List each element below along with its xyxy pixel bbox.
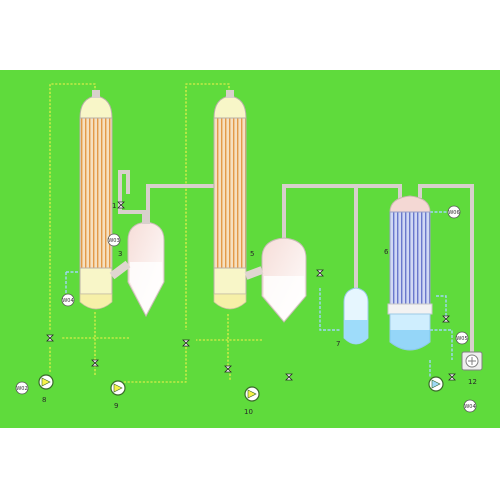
svg-text:W03: W03 bbox=[108, 238, 119, 244]
valve-icon bbox=[117, 201, 125, 209]
steam-lines bbox=[49, 83, 262, 390]
svg-text:W04: W04 bbox=[62, 298, 73, 304]
equipment-labels: 1 3 5 6 7 8 9 10 12 bbox=[42, 202, 477, 416]
receiver bbox=[343, 287, 369, 345]
stream-tag-icon: W06 bbox=[447, 205, 461, 219]
stream-tags: W02 W03 W04 W04 W05 W06 bbox=[15, 205, 477, 413]
svg-text:W02: W02 bbox=[16, 386, 27, 392]
valve-icon bbox=[91, 359, 99, 367]
pump-8-icon bbox=[38, 374, 54, 390]
svg-text:W06: W06 bbox=[448, 210, 459, 216]
valve-icon bbox=[316, 269, 324, 277]
heater-2-to-separator-pipe bbox=[244, 266, 264, 280]
pump-10-icon bbox=[244, 386, 260, 402]
process-pipes bbox=[118, 170, 474, 354]
heater-1-to-separator-pipe bbox=[109, 260, 131, 280]
stream-tag-icon: W02 bbox=[15, 381, 29, 395]
label-pump-8: 8 bbox=[42, 396, 46, 404]
pump-9-icon bbox=[110, 380, 126, 396]
separator-1 bbox=[127, 214, 165, 318]
valve-icon bbox=[448, 373, 456, 381]
valve-icon bbox=[442, 315, 450, 323]
heater-1 bbox=[79, 90, 113, 310]
label-separator-1: 3 bbox=[118, 250, 122, 258]
vacuum-pump-icon bbox=[461, 351, 483, 371]
valve-icon bbox=[224, 365, 232, 373]
label-condenser: 6 bbox=[384, 248, 389, 256]
label-heater-1: 1 bbox=[112, 202, 116, 210]
label-heater-2: 5 bbox=[250, 250, 254, 258]
stream-tag-icon: W03 bbox=[107, 233, 121, 247]
label-pump-10: 10 bbox=[244, 408, 253, 416]
svg-text:W05: W05 bbox=[456, 336, 467, 342]
heater-2 bbox=[213, 90, 247, 310]
valve-icon bbox=[182, 339, 190, 347]
separator-2 bbox=[261, 237, 307, 323]
valve-icon bbox=[46, 334, 54, 342]
pump-11-icon bbox=[428, 376, 444, 392]
label-receiver: 7 bbox=[336, 340, 340, 348]
svg-text:W04: W04 bbox=[464, 404, 475, 410]
stream-tag-icon: W04 bbox=[61, 293, 75, 307]
label-pump-9: 9 bbox=[114, 402, 118, 410]
stream-tag-icon: W04 bbox=[463, 399, 477, 413]
condenser bbox=[387, 195, 433, 351]
stream-tag-icon: W05 bbox=[455, 331, 469, 345]
valves bbox=[46, 201, 456, 381]
label-vacuum-pump: 12 bbox=[468, 378, 477, 386]
valve-icon bbox=[285, 373, 293, 381]
